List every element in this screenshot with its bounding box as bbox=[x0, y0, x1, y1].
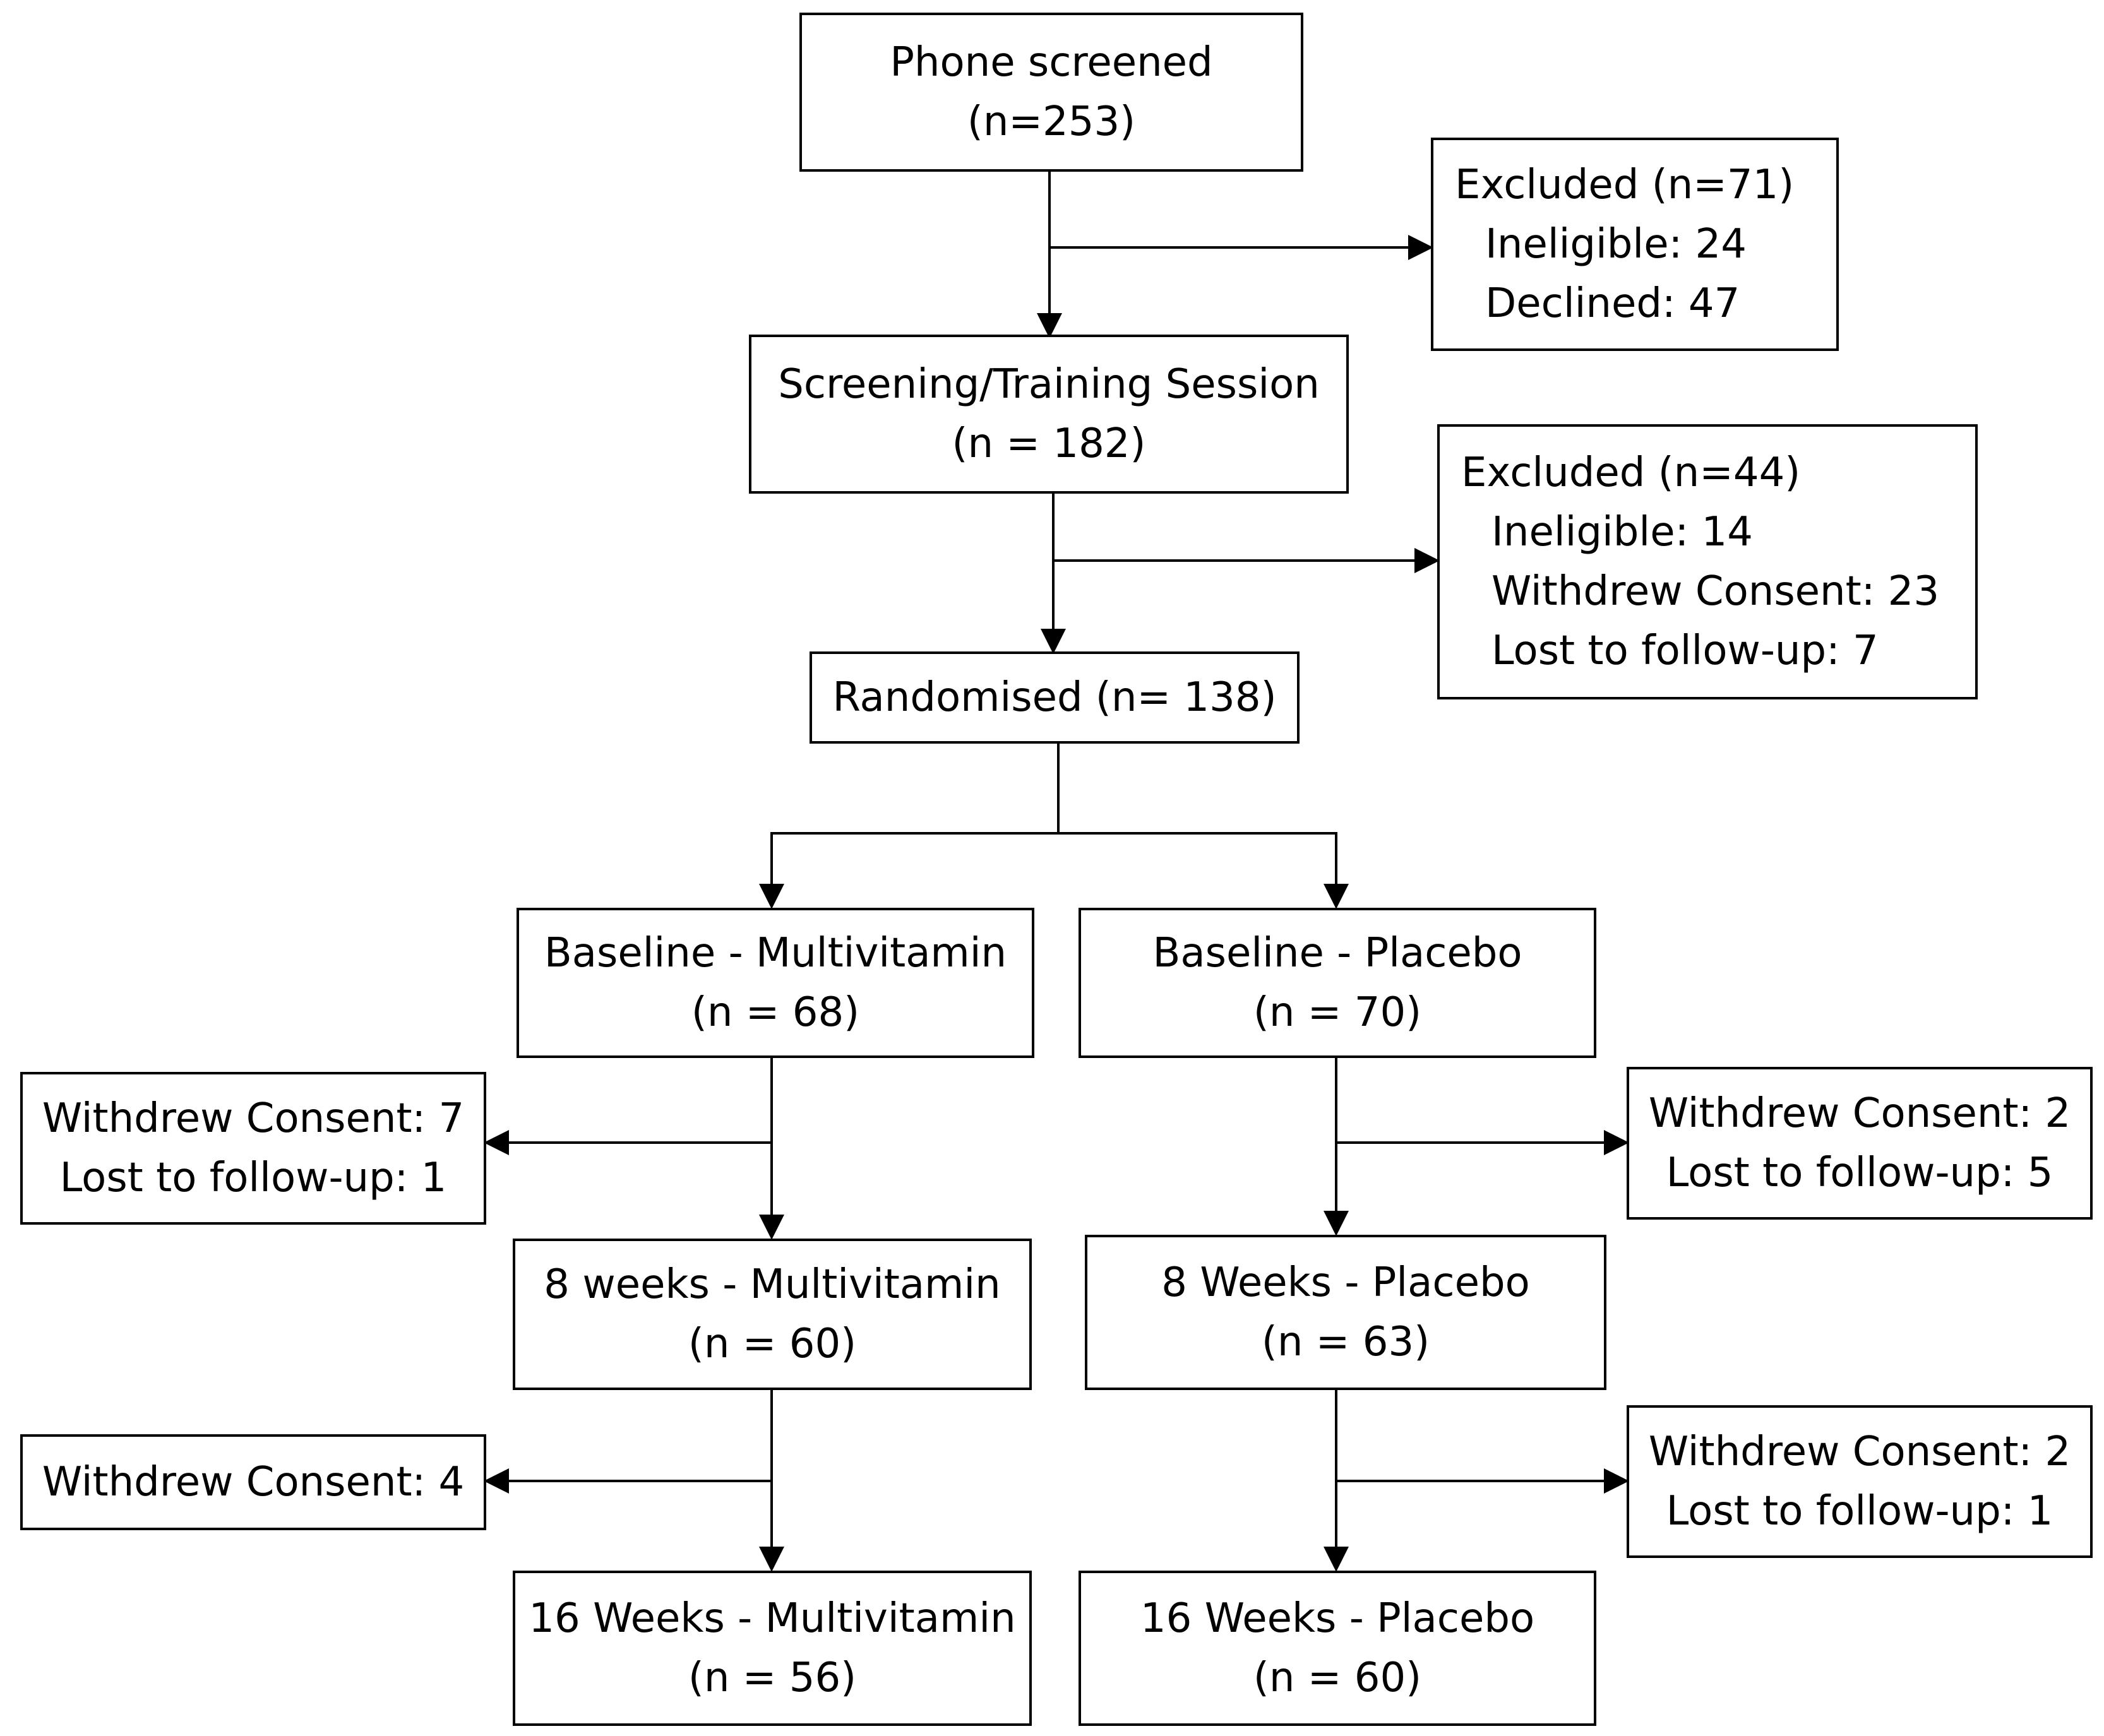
box-line: Declined: 47 bbox=[1485, 280, 1740, 327]
box-16-weeks-multivitamin: 16 Weeks - Multivitamin (n = 56) bbox=[513, 1571, 1032, 1726]
box-withdrew-multivitamin-1: Withdrew Consent: 7 Lost to follow-up: 1 bbox=[20, 1072, 486, 1225]
box-line: 16 Weeks - Placebo bbox=[1140, 1595, 1535, 1642]
box-line: (n = 60) bbox=[688, 1321, 857, 1367]
box-line: (n = 182) bbox=[952, 420, 1146, 467]
box-excluded-2: Excluded (n=44) Ineligible: 14 Withdrew … bbox=[1437, 424, 1978, 699]
box-line: (n = 56) bbox=[688, 1655, 857, 1701]
box-line: Withdrew Consent: 4 bbox=[42, 1459, 465, 1506]
box-line: Lost to follow-up: 7 bbox=[1491, 627, 1879, 674]
box-line: Lost to follow-up: 1 bbox=[1666, 1488, 2053, 1535]
box-line: 8 weeks - Multivitamin bbox=[544, 1261, 1001, 1308]
box-line: Lost to follow-up: 5 bbox=[1666, 1150, 2053, 1196]
box-line: (n = 70) bbox=[1253, 989, 1422, 1036]
box-line: Withdrew Consent: 2 bbox=[1648, 1090, 2071, 1137]
box-line: (n=253) bbox=[967, 98, 1136, 145]
box-line: Withdrew Consent: 23 bbox=[1491, 568, 1940, 615]
box-withdrew-placebo-1: Withdrew Consent: 2 Lost to follow-up: 5 bbox=[1627, 1067, 2093, 1220]
box-line: Phone screened bbox=[890, 39, 1213, 86]
box-line: Baseline - Multivitamin bbox=[544, 930, 1007, 977]
box-line: Excluded (n=71) bbox=[1455, 162, 1795, 208]
box-line: Randomised (n= 138) bbox=[832, 674, 1277, 721]
box-line: Ineligible: 14 bbox=[1491, 509, 1753, 556]
box-baseline-placebo: Baseline - Placebo (n = 70) bbox=[1079, 908, 1596, 1058]
box-line: Ineligible: 24 bbox=[1485, 221, 1747, 268]
box-line: Withdrew Consent: 7 bbox=[42, 1095, 465, 1142]
box-line: Excluded (n=44) bbox=[1461, 449, 1801, 496]
box-screening-training: Screening/Training Session (n = 182) bbox=[749, 335, 1349, 494]
box-line: (n = 60) bbox=[1253, 1655, 1422, 1701]
box-line: (n = 68) bbox=[691, 989, 860, 1036]
box-line: Baseline - Placebo bbox=[1152, 930, 1522, 977]
box-withdrew-multivitamin-2: Withdrew Consent: 4 bbox=[20, 1434, 486, 1530]
box-line: Lost to follow-up: 1 bbox=[59, 1155, 447, 1201]
box-line: 16 Weeks - Multivitamin bbox=[529, 1595, 1016, 1642]
box-8-weeks-placebo: 8 Weeks - Placebo (n = 63) bbox=[1085, 1235, 1606, 1390]
box-line: 8 Weeks - Placebo bbox=[1161, 1259, 1530, 1306]
box-line: Withdrew Consent: 2 bbox=[1648, 1429, 2071, 1475]
box-withdrew-placebo-2: Withdrew Consent: 2 Lost to follow-up: 1 bbox=[1627, 1405, 2093, 1558]
box-excluded-1: Excluded (n=71) Ineligible: 24 Declined:… bbox=[1431, 138, 1839, 351]
box-16-weeks-placebo: 16 Weeks - Placebo (n = 60) bbox=[1079, 1571, 1596, 1726]
box-line: Screening/Training Session bbox=[778, 361, 1320, 408]
box-8-weeks-multivitamin: 8 weeks - Multivitamin (n = 60) bbox=[513, 1239, 1032, 1390]
box-randomised: Randomised (n= 138) bbox=[810, 651, 1300, 744]
box-baseline-multivitamin: Baseline - Multivitamin (n = 68) bbox=[517, 908, 1034, 1058]
box-phone-screened: Phone screened (n=253) bbox=[799, 13, 1303, 172]
box-line: (n = 63) bbox=[1261, 1319, 1430, 1365]
